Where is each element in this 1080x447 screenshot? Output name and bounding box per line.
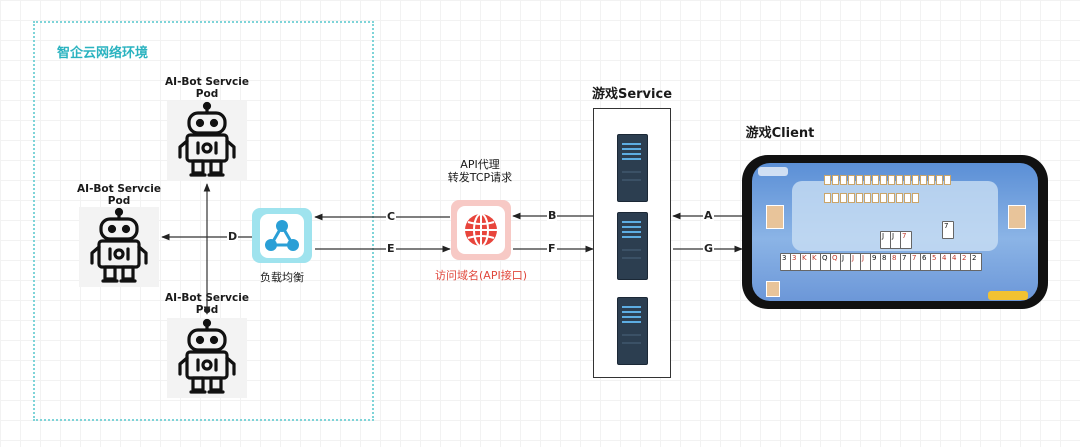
server-rack-icon[interactable] [617, 297, 648, 365]
arrow-g-label: G [703, 242, 715, 255]
server-rack-icon[interactable] [617, 134, 648, 202]
server-rack-icon[interactable] [617, 212, 648, 280]
pod-left-card[interactable] [79, 207, 159, 287]
arrow-e-label: E [386, 242, 396, 255]
game-service-title: 游戏Service [591, 87, 673, 102]
game-client-title: 游戏Client [745, 126, 815, 141]
pod-left-label: AI-Bot Servcie Pod [77, 183, 161, 207]
robot-icon [178, 318, 236, 394]
pod-bottom-card[interactable] [167, 318, 247, 398]
load-balancer-label: 负载均衡 [260, 271, 304, 284]
arrow-d-label: D [227, 230, 239, 243]
cloud-environment-boundary [33, 21, 374, 421]
robot-icon [90, 207, 148, 283]
arrow-a-label: A [703, 209, 714, 222]
pod-top-label: AI-Bot Servcie Pod [165, 76, 249, 100]
pod-top-card[interactable] [167, 101, 247, 181]
arrow-c-label: C [386, 210, 397, 223]
arrow-b-label: B [547, 209, 558, 222]
arrow-f-label: F [547, 242, 557, 255]
load-balancer-node[interactable] [252, 208, 312, 263]
robot-icon [178, 101, 236, 177]
api-proxy-top-label: API代理 转发TCP请求 [447, 158, 513, 184]
pod-bottom-label: AI-Bot Servcie Pod [165, 292, 249, 316]
api-proxy-bottom-label: 访问域名(API接口) [435, 269, 527, 282]
api-proxy-node[interactable] [451, 200, 511, 260]
cloud-environment-title: 智企云网络环境 [57, 46, 149, 61]
globe-icon [465, 213, 497, 247]
network-nodes-icon [265, 220, 299, 251]
